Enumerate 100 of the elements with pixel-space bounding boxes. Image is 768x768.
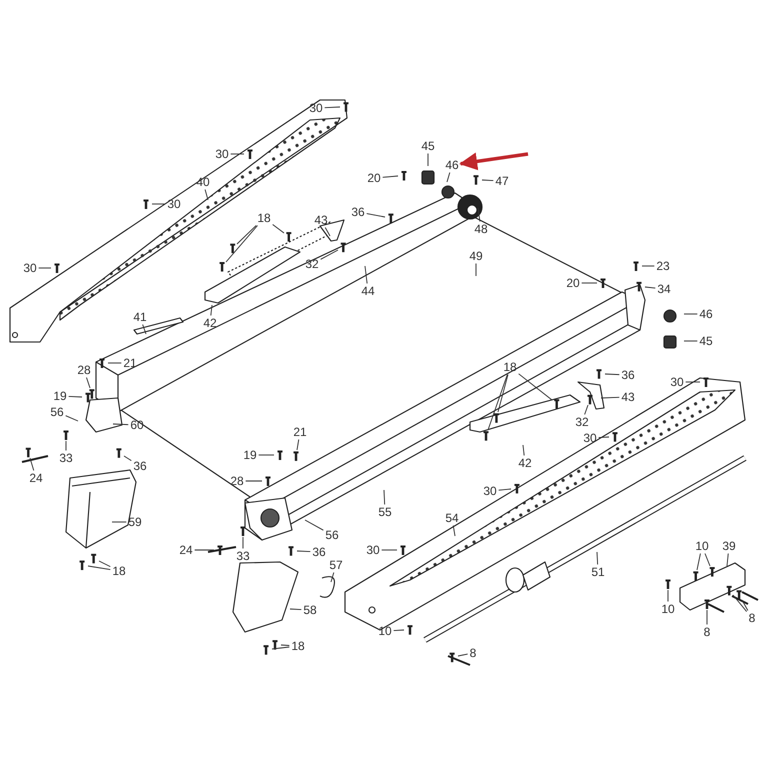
callout-number: 56: [49, 406, 65, 418]
callout-number: 43: [620, 390, 636, 404]
callout-number: 30: [669, 376, 685, 388]
callout-number: 47: [494, 174, 510, 188]
callout-number: 19: [242, 448, 258, 462]
leader-line: [324, 106, 340, 108]
leader-line: [732, 594, 748, 612]
callout-number: 57: [328, 558, 344, 572]
leader-line: [242, 536, 244, 549]
leader-line: [210, 304, 212, 316]
callout-number: 59: [127, 516, 143, 528]
leader-line: [236, 225, 257, 244]
callout-number: 39: [721, 540, 737, 552]
callout-number: 32: [574, 416, 590, 428]
callout-number: 49: [468, 250, 484, 262]
callout-number: 30: [365, 544, 381, 556]
leader-line: [366, 213, 386, 218]
leader-line: [696, 553, 701, 570]
leader-line: [204, 189, 208, 200]
callout-number: 18: [290, 640, 306, 652]
leader-line: [393, 630, 404, 631]
leader-line: [706, 610, 708, 625]
leader-line: [272, 224, 284, 234]
leader-line: [272, 646, 290, 650]
leader-line: [245, 480, 262, 482]
callout-number: 10: [694, 540, 710, 552]
callout-number: 20: [565, 276, 581, 290]
leader-line: [124, 456, 132, 462]
leader-line: [478, 208, 480, 222]
leader-line: [644, 286, 656, 289]
leader-line: [498, 374, 508, 412]
leader-line: [488, 374, 508, 430]
callout-number: 30: [482, 484, 498, 498]
callout-number: 30: [22, 262, 38, 274]
leader-line: [498, 488, 512, 491]
callout-number: 32: [304, 258, 320, 270]
callout-number: 58: [302, 604, 318, 616]
callout-number: 19: [52, 390, 68, 402]
pointer-arrow: [459, 152, 528, 170]
callout-number: 8: [748, 612, 756, 624]
callout-number: 54: [444, 512, 460, 524]
leader-line: [458, 654, 468, 656]
callout-number: 45: [420, 140, 436, 152]
leader-line: [86, 377, 90, 388]
callout-number: 43: [313, 214, 329, 226]
leader-line: [296, 550, 311, 552]
leader-line: [108, 362, 122, 364]
leader-line: [142, 324, 146, 334]
callout-number: 33: [58, 452, 74, 464]
callout-number: 36: [132, 460, 148, 472]
leader-line: [280, 644, 290, 646]
leader-line: [324, 227, 330, 236]
leader-line: [290, 608, 302, 610]
leader-line: [596, 552, 598, 565]
callout-number: 42: [202, 316, 218, 330]
leader-line: [304, 520, 324, 531]
callout-number: 42: [517, 456, 533, 470]
leader-line: [382, 176, 398, 178]
callout-number: 40: [195, 176, 211, 188]
leader-line: [65, 415, 78, 422]
callout-number: 10: [660, 602, 676, 616]
callout-number: 55: [377, 506, 393, 518]
callout-number: 36: [350, 206, 366, 218]
leader-line: [98, 560, 111, 568]
callout-number: 36: [311, 546, 327, 558]
leader-line: [112, 424, 129, 426]
leader-line: [482, 180, 494, 182]
leader-line: [364, 266, 368, 284]
callout-number: 24: [178, 544, 194, 556]
leader-line: [600, 396, 620, 398]
callout-number: 8: [702, 626, 712, 638]
callout-number: 18: [502, 360, 518, 374]
callout-number: 18: [256, 212, 272, 224]
callout-number: 36: [620, 368, 636, 382]
leader-line: [320, 250, 338, 260]
callout-number: 21: [122, 356, 138, 370]
callout-number: 33: [235, 550, 251, 562]
leader-line: [581, 282, 598, 284]
leader-line: [330, 572, 334, 582]
callout-number: 10: [377, 624, 393, 638]
leader-line: [522, 444, 525, 456]
leader-line: [598, 436, 610, 438]
leader-line: [584, 404, 588, 415]
callout-number: 56: [324, 528, 340, 542]
callout-number: 20: [366, 172, 382, 184]
callout-number: 30: [214, 148, 230, 160]
callout-number: 30: [166, 198, 182, 210]
callout-number: 45: [698, 334, 714, 348]
leader-line: [88, 566, 111, 570]
leader-line: [726, 553, 729, 566]
leader-line: [684, 340, 698, 342]
leader-line: [704, 553, 710, 566]
leader-line: [452, 525, 456, 536]
leader-line: [226, 225, 258, 262]
callout-number: 28: [76, 364, 92, 376]
callout-number: 44: [360, 284, 376, 298]
callout-number: 24: [28, 472, 44, 484]
leader-line: [446, 172, 450, 182]
callout-number: 30: [308, 102, 324, 114]
callout-number: 46: [698, 308, 714, 320]
